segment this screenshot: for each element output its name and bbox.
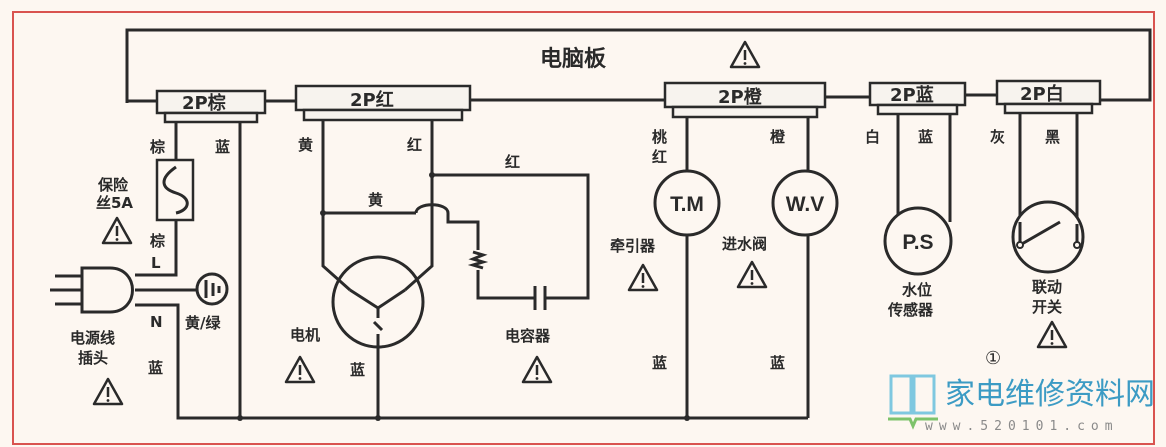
label: L [151, 254, 161, 272]
label: 2P棕 [182, 92, 226, 114]
connector-2p-brown: 2P棕 [155, 89, 267, 124]
inductor [467, 250, 489, 270]
label: www.520101.com [925, 419, 1119, 434]
connector-2p-blue: 2P蓝 [868, 81, 967, 116]
site-logo: 家电维修资料网 www.520101.com [888, 374, 1155, 434]
ground-symbol [195, 272, 229, 306]
label: 进水阀 [722, 235, 767, 253]
label: 黄 [298, 136, 313, 154]
fuse [155, 158, 195, 222]
label: 黑 [1045, 128, 1060, 146]
label: 灰 [990, 128, 1005, 146]
label: 棕 [150, 138, 165, 156]
label: 桃 [652, 128, 667, 146]
label: 电源线 [70, 329, 115, 347]
label: 2P橙 [718, 86, 763, 108]
label: 传感器 [887, 301, 934, 319]
book-icon [888, 374, 938, 430]
label: 蓝 [148, 359, 163, 377]
label: 2P红 [350, 89, 394, 111]
tm-wv-section: T.M W.V 桃 红 橙 牵引器 进水阀 蓝 蓝 [610, 117, 839, 421]
label: 红 [505, 153, 520, 171]
label: 蓝 [918, 128, 933, 146]
label: T.M [670, 193, 704, 216]
label: P.S [902, 231, 933, 254]
label: 保险 [97, 176, 129, 194]
label: 家电维修资料网 [945, 377, 1155, 412]
label: 水位 [902, 281, 932, 299]
label: 黄/绿 [185, 314, 221, 332]
power-section: 棕 蓝 保险 丝5A 棕 L N 黄/绿 电源线 插头 蓝 [50, 122, 808, 421]
label: 棕 [150, 232, 165, 250]
label: 2P白 [1020, 83, 1064, 105]
traction-device [653, 169, 721, 237]
label: 蓝 [350, 361, 365, 379]
label: 蓝 [652, 354, 667, 372]
label: 电容器 [505, 327, 551, 345]
water-level-sensor [883, 206, 953, 276]
label: 电机 [290, 326, 320, 344]
motor-section: 黄 红 红 黄 电机 蓝 电容器 [284, 120, 590, 421]
label: 橙 [770, 128, 786, 146]
capacitor [533, 286, 547, 310]
water-level-sensor-section: P.S 白 蓝 水位 传感器 [865, 114, 953, 319]
label: 黄 [368, 191, 383, 209]
interlock-switch [1011, 200, 1085, 274]
label: 2P蓝 [890, 85, 934, 106]
label: 插头 [78, 349, 108, 367]
label: N [150, 313, 163, 331]
connector-2p-orange: 2P橙 [663, 81, 827, 119]
label: 红 [652, 148, 667, 166]
label: 开关 [1032, 298, 1062, 316]
plug [50, 266, 134, 314]
label: 牵引器 [610, 237, 656, 255]
label: 蓝 [215, 138, 230, 156]
label: 联动 [1032, 278, 1062, 296]
label: W.V [786, 193, 825, 216]
connector-2p-white: 2P白 [995, 79, 1102, 115]
interlock-switch-section: 灰 黑 联动 开关 [990, 113, 1085, 349]
outer-border [12, 11, 1155, 445]
label: 丝5A [96, 194, 133, 212]
connector-2p-red: 2P红 [294, 84, 472, 122]
figure-number: ① [985, 348, 1001, 369]
board-title: 电脑板 [540, 46, 607, 72]
computer-board: 电脑板 [125, 28, 1152, 103]
label: 白 [865, 128, 880, 146]
label: 蓝 [770, 354, 785, 372]
inlet-valve [771, 169, 839, 237]
label: 红 [407, 136, 422, 154]
